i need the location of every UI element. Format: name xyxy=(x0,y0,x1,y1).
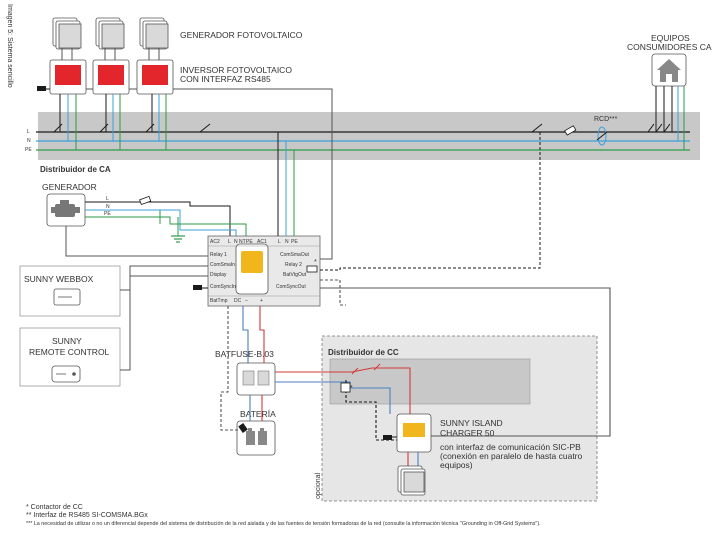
dc-contactor-symbol xyxy=(306,265,318,273)
house-icon xyxy=(657,59,681,82)
rcd-label: RCD*** xyxy=(594,116,618,123)
figure-caption: Imagen 5: Sistema sencillo xyxy=(6,4,13,88)
ac-distributor-label: Distribuidor de CA xyxy=(40,165,111,174)
si-black-terminal xyxy=(193,285,202,290)
battery-label: BATERÍA xyxy=(240,409,276,419)
dc-busbar xyxy=(329,358,531,405)
footnote-3: *** La necesidad de utilizar o no un dif… xyxy=(26,521,541,527)
si-term-pe2: PE xyxy=(291,239,298,245)
si-dc: DC xyxy=(234,298,242,304)
si-term-pe: PE xyxy=(246,239,253,245)
bus-label-l: L xyxy=(27,129,30,135)
generator-fuse xyxy=(139,195,152,206)
si-batvtgout: BatVtgOut xyxy=(283,272,307,278)
pv-inverter-label-2: CON INTERFAZ RS485 xyxy=(180,74,271,84)
si-relay2: Relay 2 xyxy=(285,262,302,268)
generator-label: GENERADOR xyxy=(42,182,97,192)
gen-label-pe: PE xyxy=(104,211,111,217)
charger-black-terminal xyxy=(383,435,392,440)
pv-wiring xyxy=(46,48,333,260)
si-comsmaout: ComSmaOut xyxy=(280,252,310,258)
rcd-symbol xyxy=(597,126,607,146)
rcd-mark xyxy=(596,131,608,141)
charger-note-3: equipos) xyxy=(440,460,473,470)
bus-label-n: N xyxy=(27,138,31,144)
consumers-label-1: EQUIPOS xyxy=(651,33,690,43)
generator-wiring xyxy=(65,201,247,257)
charger-note-2: (conexión en paralelo de hasta cuatro xyxy=(440,451,583,461)
rs485-terminal xyxy=(37,86,46,91)
webbox-label: SUNNY WEBBOX xyxy=(24,274,94,284)
dc-contactor-star: * xyxy=(314,259,317,266)
si-term-l2: L xyxy=(278,239,281,245)
bus-fuse xyxy=(564,125,577,136)
sunny-island-inverter xyxy=(207,235,321,307)
pv-inverter-label-1: INVERSOR FOTOVOLTAICO xyxy=(180,65,292,75)
si-ac2: AC2 xyxy=(210,239,220,245)
batfuse-label: BATFUSE-B.03 xyxy=(215,349,274,359)
dc-contactor-box xyxy=(340,382,351,393)
charger-label-2: CHARGER 50 xyxy=(440,428,495,438)
charger-display xyxy=(403,423,425,437)
footnote-1: * Contactor de CC xyxy=(26,504,83,511)
si-term-n2: N xyxy=(285,239,289,245)
remote-container xyxy=(19,327,121,387)
si-bus-wiring xyxy=(277,132,541,271)
battery-icon xyxy=(246,428,267,445)
consumers-label-2: CONSUMIDORES CA xyxy=(627,42,712,52)
ac-bus-band xyxy=(38,112,700,160)
charger-note-1: con interfaz de comunicación SIC-PB xyxy=(440,442,581,452)
remote-wire xyxy=(120,275,208,371)
charger-solar-panel-icon xyxy=(397,465,426,496)
si-relay1: Relay 1 xyxy=(210,252,227,258)
gen-label-l: L xyxy=(106,196,109,202)
dc-distributor-label: Distribuidor de CC xyxy=(328,348,399,357)
bus-label-pe: PE xyxy=(25,147,32,153)
si-term-l: L xyxy=(228,239,231,245)
pv-panels xyxy=(52,17,169,50)
si-comsyncout: ComSyncOut xyxy=(276,284,306,290)
remote-label-2: REMOTE CONTROL xyxy=(29,347,110,357)
consumer-wiring xyxy=(655,86,685,150)
si-display: Display xyxy=(210,272,227,278)
si-battmp: BatTmp xyxy=(210,298,228,304)
remote-label-1: SUNNY xyxy=(52,336,82,346)
charger-label-1: SUNNY ISLAND xyxy=(440,418,503,428)
si-comsyncin: ComSyncIn xyxy=(210,284,236,290)
si-dc-minus: – xyxy=(245,298,248,304)
footnote-2: ** Interfaz de RS485 SI-COMSMA.BGx xyxy=(26,512,148,519)
si-comsmain: ComSmaIn xyxy=(210,262,235,268)
battery-temp-sensor xyxy=(238,423,248,433)
si-term-nt: NT xyxy=(239,239,246,245)
ground-icon xyxy=(171,235,185,243)
si-ac1: AC1 xyxy=(257,239,267,245)
engine-icon xyxy=(51,200,80,217)
optional-label: opcional xyxy=(315,472,322,499)
pv-inverters xyxy=(49,59,174,95)
pv-generator-label: GENERADOR FOTOVOLTAICO xyxy=(180,30,303,40)
si-dc-plus: + xyxy=(260,298,263,304)
dc-contactor-label: * xyxy=(350,385,353,392)
gen-label-n: N xyxy=(106,204,110,210)
si-term-n: N xyxy=(234,239,238,245)
